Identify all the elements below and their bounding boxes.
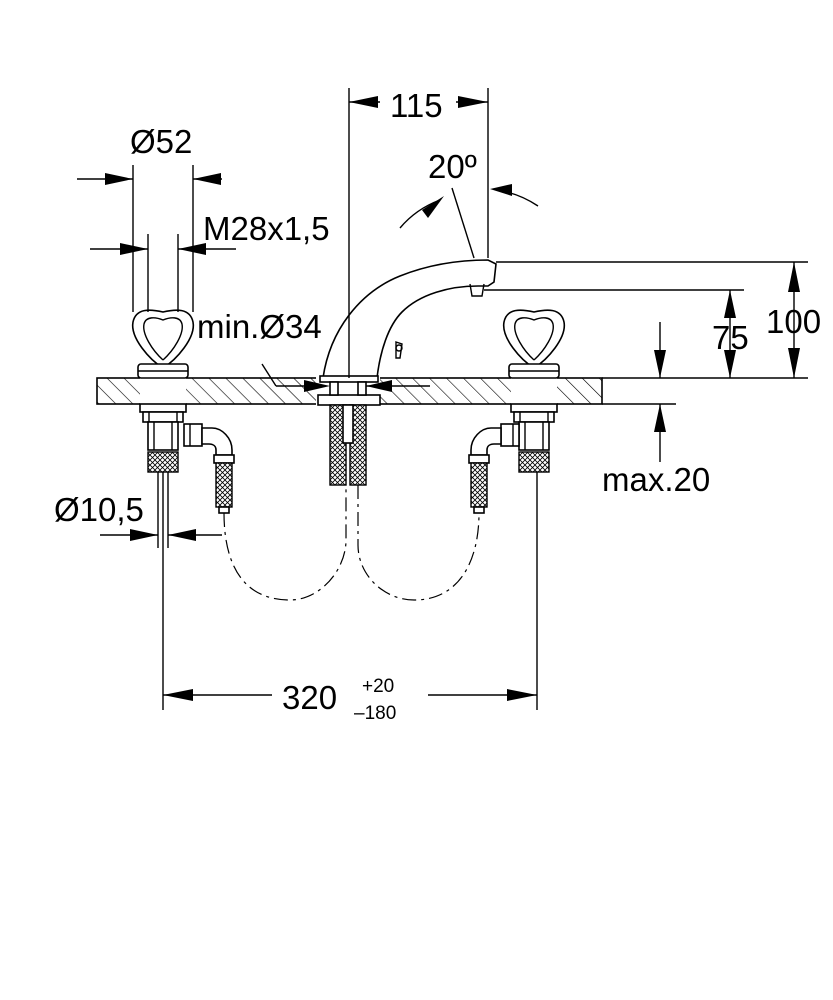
dim-hole-diameter: min.Ø34 <box>197 308 322 345</box>
dim-centers-tol-minus: –180 <box>354 703 396 724</box>
dim-max-deck-thickness: max.20 <box>602 461 710 498</box>
dim-centers: 320 <box>282 679 337 716</box>
dimension-lines <box>77 88 808 710</box>
dim-swivel-angle: 20º <box>428 148 477 185</box>
dim-total-height: 100 <box>766 303 821 340</box>
dim-handle-diameter: Ø52 <box>130 123 192 160</box>
dim-spout-height: 75 <box>712 319 749 356</box>
left-valve <box>132 309 235 514</box>
hoses <box>223 485 480 601</box>
dim-spout-reach: 115 <box>390 87 443 124</box>
right-valve <box>468 309 565 514</box>
dim-thread: M28x1,5 <box>203 210 330 247</box>
dim-centers-tol-plus: +20 <box>362 676 394 697</box>
dim-tail-diameter: Ø10,5 <box>54 491 144 528</box>
spout <box>317 259 497 486</box>
